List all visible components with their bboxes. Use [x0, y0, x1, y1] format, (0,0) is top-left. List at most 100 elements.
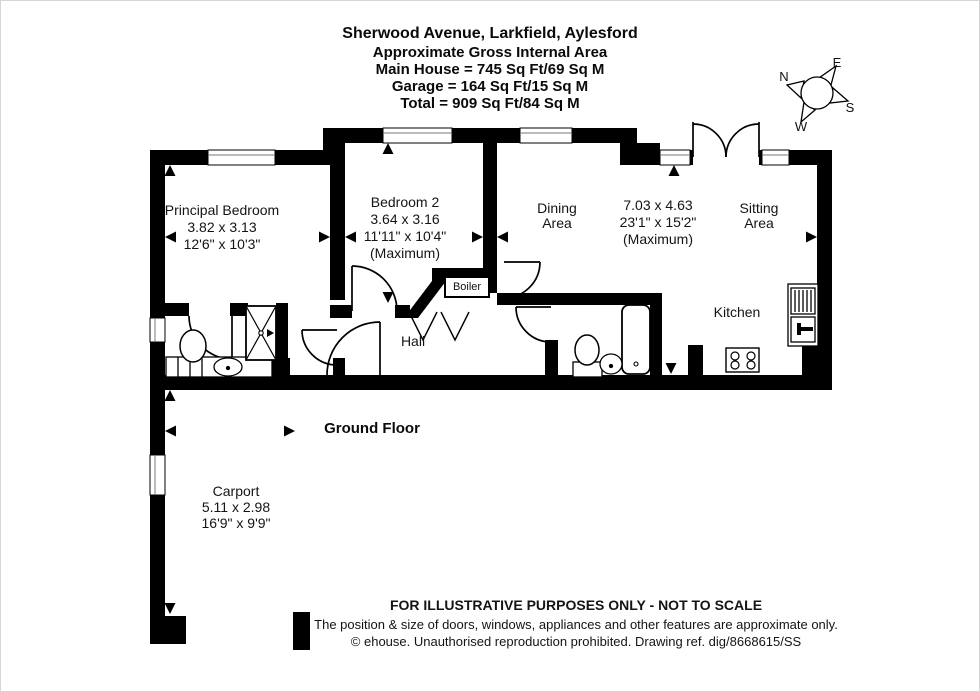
arrow-up-bedroom2 — [382, 143, 394, 154]
carport-name: Carport — [212, 483, 260, 499]
label-boiler: Boiler — [444, 276, 490, 298]
wall-right — [817, 150, 832, 377]
door-front-entrance — [326, 321, 381, 376]
fixtures — [165, 283, 819, 378]
label-carport: Carport 5.11 x 2.98 16'9" x 9'9" — [202, 483, 271, 531]
arrow-right-carport — [284, 425, 295, 437]
label-kitchen: Kitchen — [713, 304, 761, 320]
window-carport — [149, 454, 166, 496]
wall-bedroom-divider — [330, 143, 345, 300]
principal-bedroom-dims-metric: 3.82 x 3.13 — [187, 219, 257, 235]
wall-kitchen-stub — [688, 345, 703, 376]
door-principal-bedroom — [301, 329, 338, 366]
wall-bathroom2-right — [650, 293, 662, 376]
wall-top-bedroom2-dining — [323, 128, 637, 143]
compass-icon — [785, 64, 850, 124]
carport-dims-imperial: 16'9" x 9'9" — [201, 515, 271, 531]
door-bedroom2 — [351, 265, 398, 312]
arrow-left-bedroom2 — [345, 231, 356, 243]
bedroom2-dims-imperial: 11'11" x 10'4" — [363, 228, 447, 244]
window-dining — [519, 127, 573, 144]
title-subtitle: Approximate Gross Internal Area — [372, 44, 608, 61]
page-title: Sherwood Avenue, Larkfield, Aylesford — [342, 25, 638, 42]
door-bathroom2 — [515, 306, 552, 343]
compass-label-south: S — [845, 100, 855, 115]
window-patio-left — [659, 149, 691, 166]
sitting-area-line2: Area — [744, 215, 774, 231]
windows — [149, 127, 790, 496]
dining-area-line1: Dining — [537, 200, 577, 216]
door-boiler-bifold — [408, 311, 470, 342]
reception-dims-imperial: 23'1" x 15'2" — [619, 214, 697, 230]
wall-bathroom2-left — [545, 340, 558, 376]
walls — [150, 128, 832, 650]
wall-bathroom1-top-right — [230, 303, 248, 316]
footer-disclaimer: FOR ILLUSTRATIVE PURPOSES ONLY - NOT TO … — [389, 597, 763, 613]
wall-bottom — [150, 375, 832, 390]
wall-wardrobe-right — [276, 303, 288, 362]
bedroom2-qualifier: (Maximum) — [370, 245, 440, 261]
wall-stub-hall — [333, 358, 345, 375]
arrow-down-bedroom2 — [382, 292, 394, 303]
reception-qualifier: (Maximum) — [623, 231, 693, 247]
arrow-left-carport — [165, 425, 176, 437]
footer-copyright: © ehouse. Unauthorised reproduction proh… — [350, 634, 802, 649]
hob — [725, 347, 760, 373]
label-dining-area: Dining Area — [537, 201, 577, 231]
arrow-right-bedroom2 — [472, 231, 483, 243]
wall-bathroom2-top — [497, 293, 662, 305]
arrow-down-carport — [164, 603, 176, 614]
footer-note: The position & size of doors, windows, a… — [314, 617, 838, 632]
window-bathroom1 — [149, 317, 166, 343]
arrow-right-principal — [319, 231, 330, 243]
title-total-area: Total = 909 Sq Ft/84 Sq M — [400, 95, 580, 112]
label-principal-bedroom: Principal Bedroom 3.82 x 3.13 12'6" x 10… — [165, 202, 279, 253]
wall-hall-dining-divider — [483, 143, 497, 293]
label-reception-dims: 7.03 x 4.63 23'1" x 15'2" (Maximum) — [620, 197, 697, 248]
title-garage-area: Garage = 164 Sq Ft/15 Sq M — [391, 78, 589, 95]
french-doors — [692, 122, 760, 165]
arrow-left-reception — [497, 231, 508, 243]
arrow-up-principal — [164, 165, 176, 176]
floor-label: Ground Floor — [324, 420, 420, 437]
wall-bathroom1-top-left — [150, 303, 189, 316]
arrow-left-principal — [165, 231, 176, 243]
bedroom2-dims-metric: 3.64 x 3.16 — [370, 211, 440, 227]
sink2 — [599, 353, 623, 375]
label-hall: Hall — [400, 333, 426, 349]
arrow-down-reception — [665, 363, 677, 374]
wall-bedroom2-bottom-right — [395, 305, 410, 318]
arrow-right-reception — [806, 231, 817, 243]
sitting-area-line1: Sitting — [739, 200, 779, 216]
reception-dims-metric: 7.03 x 4.63 — [623, 197, 693, 213]
arrow-up-carport — [164, 390, 176, 401]
sink1 — [213, 357, 243, 377]
title-main-house-area: Main House = 745 Sq Ft/69 Sq M — [375, 61, 605, 78]
kitchen-sink-unit — [787, 283, 819, 347]
carport-dims-metric: 5.11 x 2.98 — [201, 499, 271, 515]
dining-area-line2: Area — [542, 215, 572, 231]
bathtub — [621, 304, 651, 375]
door-dining — [503, 261, 541, 299]
toilet1 — [179, 329, 207, 363]
wall-bedroom2-bottom-left — [330, 305, 352, 318]
compass-label-west: W — [794, 119, 808, 134]
label-bedroom2: Bedroom 2 3.64 x 3.16 11'11" x 10'4" (Ma… — [364, 194, 447, 262]
compass-label-north: N — [779, 69, 789, 84]
doors — [188, 122, 760, 376]
principal-bedroom-name: Principal Bedroom — [164, 202, 280, 218]
wall-kitchen-step — [802, 345, 832, 377]
window-principal-bedroom — [207, 149, 276, 166]
wall-carport-foot — [150, 616, 186, 644]
arrow-up-reception — [668, 165, 680, 176]
wardrobe — [245, 305, 277, 361]
compass-label-east: E — [832, 55, 842, 70]
label-sitting-area: Sitting Area — [740, 201, 779, 231]
compass-circle — [800, 76, 834, 110]
bedroom2-name: Bedroom 2 — [370, 194, 440, 210]
wall-boiler-diagonal — [404, 281, 446, 318]
wall-left — [150, 150, 165, 644]
wall-carport-pillar — [293, 612, 310, 650]
